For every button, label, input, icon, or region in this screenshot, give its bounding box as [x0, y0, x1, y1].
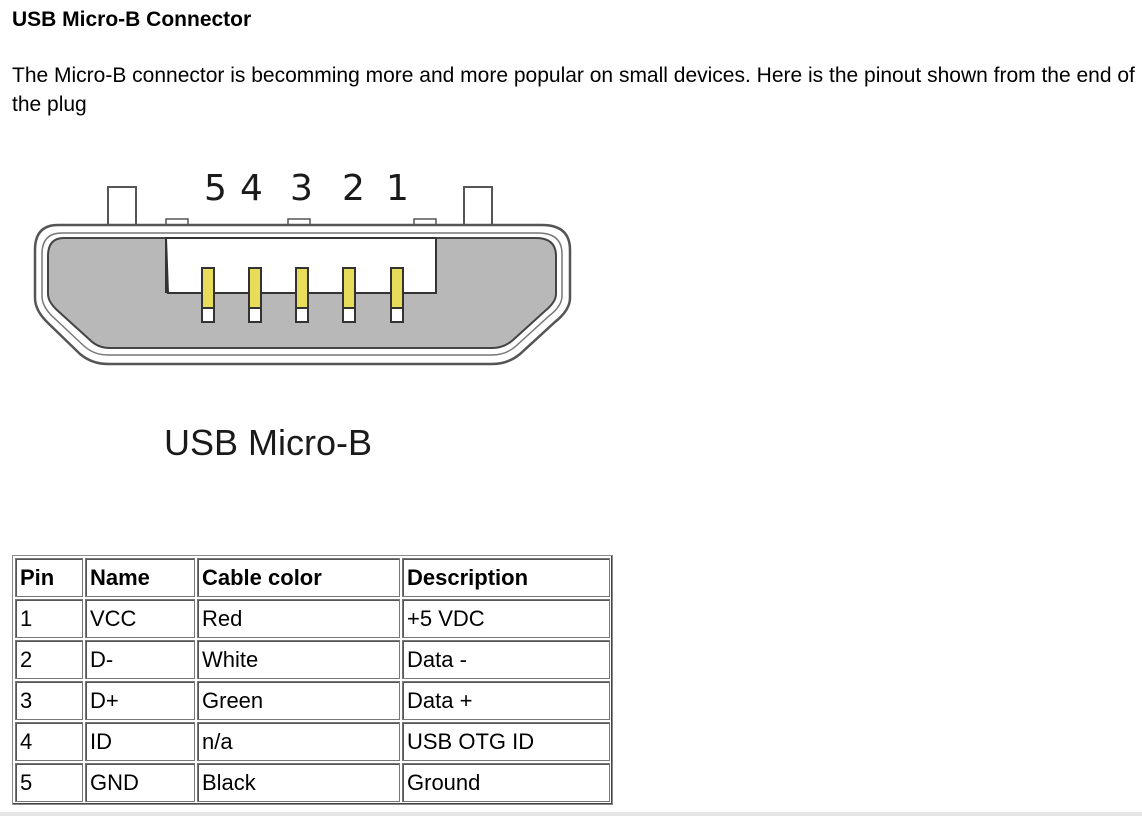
table-row: 4 ID n/a USB OTG ID [15, 722, 610, 761]
connector-pin-5 [201, 267, 215, 323]
table-row: 5 GND Black Ground [15, 763, 610, 802]
diagram-caption: USB Micro-B [164, 422, 372, 463]
page-title: USB Micro-B Connector [12, 8, 252, 31]
table-row: 3 D+ Green Data + [15, 681, 610, 720]
cell-name: ID [85, 722, 195, 761]
cell-name: D+ [85, 681, 195, 720]
connector-pin-2 [342, 267, 356, 323]
header-pin: Pin [15, 558, 83, 597]
connector-pin-3 [295, 267, 309, 323]
pin-number-label: 4 [240, 168, 263, 209]
pin-number-label: 1 [386, 168, 409, 209]
pin-number-label: 5 [204, 168, 227, 209]
cell-cable-color: Black [197, 763, 400, 802]
cell-cable-color: White [197, 640, 400, 679]
cell-name: VCC [85, 599, 195, 638]
pinout-table: Pin Name Cable color Description 1 VCC R… [12, 555, 613, 805]
cell-pin: 2 [15, 640, 83, 679]
cell-pin: 1 [15, 599, 83, 638]
cell-cable-color: Red [197, 599, 400, 638]
cell-cable-color: n/a [197, 722, 400, 761]
page-bottom-edge [0, 812, 1142, 816]
cell-description: Data + [402, 681, 610, 720]
header-cable-color: Cable color [197, 558, 400, 597]
right-mounting-tab [463, 186, 493, 228]
cell-pin: 5 [15, 763, 83, 802]
cell-description: Data - [402, 640, 610, 679]
connector-tongue [164, 237, 437, 294]
connector-pin-1 [390, 267, 404, 323]
cell-pin: 4 [15, 722, 83, 761]
cell-pin: 3 [15, 681, 83, 720]
table-header-row: Pin Name Cable color Description [15, 558, 610, 597]
table-row: 2 D- White Data - [15, 640, 610, 679]
cell-name: GND [85, 763, 195, 802]
pin-number-label: 2 [342, 168, 365, 209]
cell-description: USB OTG ID [402, 722, 610, 761]
intro-paragraph: The Micro-B connector is becomming more … [12, 64, 1135, 116]
cell-description: +5 VDC [402, 599, 610, 638]
cell-cable-color: Green [197, 681, 400, 720]
connector-pin-4 [248, 267, 262, 323]
cell-description: Ground [402, 763, 610, 802]
header-description: Description [402, 558, 610, 597]
table-row: 1 VCC Red +5 VDC [15, 599, 610, 638]
connector-pins [201, 267, 404, 323]
cell-name: D- [85, 640, 195, 679]
header-name: Name [85, 558, 195, 597]
left-mounting-tab [107, 186, 137, 228]
pin-number-label: 3 [290, 168, 313, 209]
